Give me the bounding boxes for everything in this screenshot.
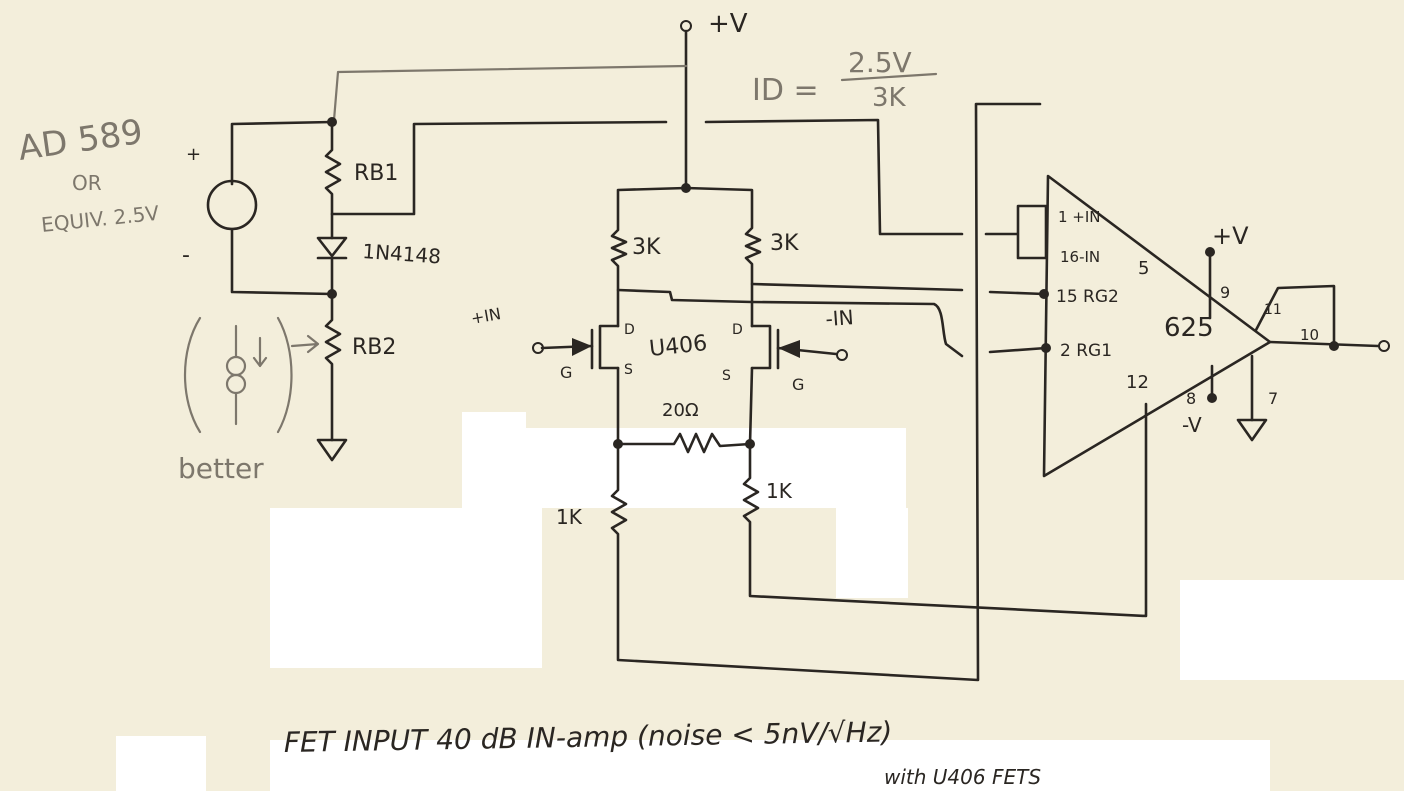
input-minus-label: -IN [825, 305, 855, 331]
inamp-pin16: 16-IN [1060, 248, 1100, 266]
inamp-pin11: 11 [1264, 302, 1282, 318]
fet-d-left: D [624, 322, 635, 338]
inamp-pin15: 15 RG2 [1056, 287, 1119, 307]
drain-current-formula: ID = 2.5V 3K [752, 46, 938, 113]
input-plus-label: +IN [469, 304, 502, 328]
rb2-label: RB2 [352, 335, 396, 360]
inamp-pin7: 7 [1268, 389, 1278, 408]
paper-patches [116, 412, 1404, 791]
better-alternative-sketch [183, 316, 320, 434]
inamp-pin10: 10 [1300, 326, 1319, 344]
fet-pair [532, 102, 1148, 682]
bias-chain [316, 120, 668, 462]
pencil-trace-top [332, 64, 688, 122]
r-source-left-label: 1K [556, 505, 583, 529]
inamp-pin9: 9 [1220, 283, 1230, 302]
fet-d-right: D [732, 322, 743, 338]
inamp-pin12: 12 [1126, 372, 1149, 393]
reference-source [206, 117, 337, 299]
inamp-part-label: 625 [1164, 313, 1214, 343]
fet-s-right: S [722, 368, 731, 384]
better-note: better [178, 452, 264, 485]
fet-s-left: S [624, 362, 633, 378]
reference-line3: EQUIV. 2.5V [40, 201, 160, 237]
inamp-pin5: 5 [1138, 258, 1149, 279]
reference-minus: - [182, 243, 190, 268]
r-gain-label: 20Ω [662, 400, 699, 421]
r-drain-left-label: 3K [632, 235, 661, 260]
reference-plus: + [186, 144, 201, 165]
inamp-625 [1042, 174, 1390, 478]
fet-g-right: G [792, 375, 804, 394]
r-drain-right-label: 3K [770, 231, 799, 256]
reference-line1: AD 589 [16, 112, 146, 169]
inamp-pin8: 8 [1186, 389, 1196, 408]
inamp-vplus: +V [1212, 222, 1249, 250]
fet-label: U406 [648, 331, 708, 362]
drain-current-denominator: 3K [872, 83, 907, 113]
rb1-label: RB1 [354, 161, 398, 186]
drain-current-lhs: ID = [752, 73, 819, 108]
inamp-pin1: 1 +IN [1058, 208, 1101, 226]
supply-label: +V [708, 9, 748, 39]
diagram-subtitle: with U406 FETS [884, 765, 1041, 789]
diode-label: 1N4148 [362, 239, 442, 268]
inamp-vminus: -V [1182, 413, 1202, 437]
inamp-pin2: 2 RG1 [1060, 341, 1112, 361]
drain-current-numerator: 2.5V [848, 46, 912, 79]
reference-line2: OR [72, 171, 102, 195]
fet-g-left: G [560, 363, 572, 382]
r-source-right-label: 1K [766, 479, 793, 503]
interconnect-wires [704, 118, 1051, 354]
supply-node [680, 20, 692, 193]
